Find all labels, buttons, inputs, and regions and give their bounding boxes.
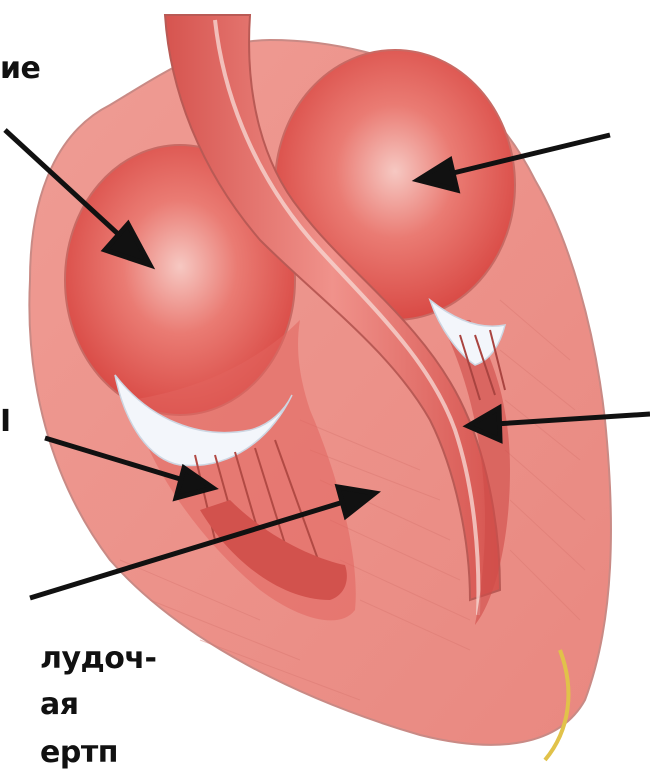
label-top-left: ие xyxy=(0,52,40,86)
label-bottom-line2: ая xyxy=(40,688,79,722)
label-bottom-line1: лудоч- xyxy=(40,642,156,676)
label-mid-left: I xyxy=(0,405,11,439)
